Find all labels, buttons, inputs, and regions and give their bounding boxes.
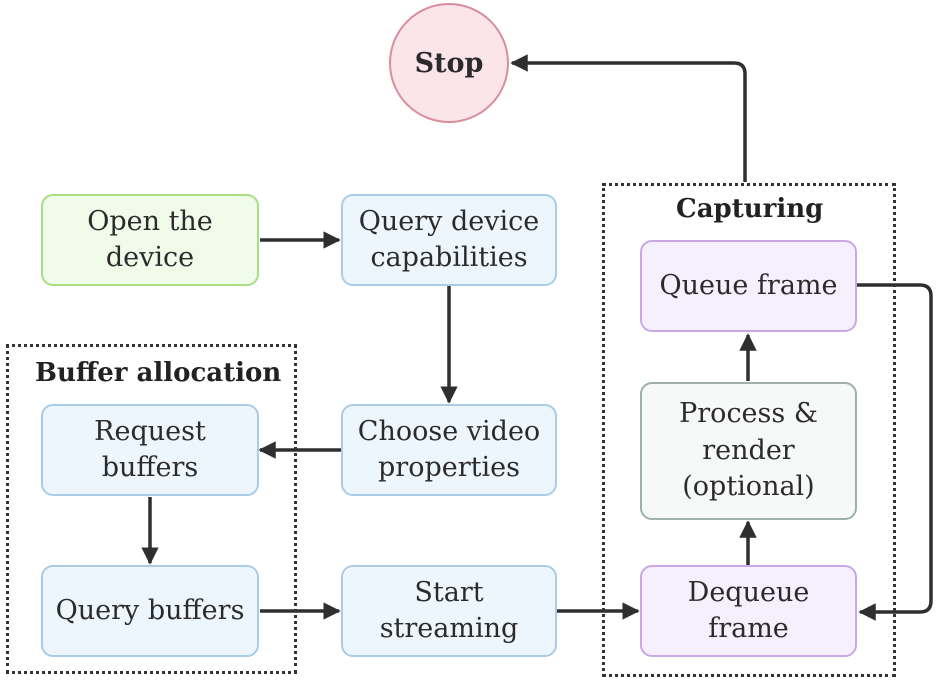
choose-properties-node: Choose video properties	[341, 404, 557, 496]
query-capabilities-label: Query device capabilities	[358, 205, 540, 273]
query-capabilities-node: Query device capabilities	[341, 194, 557, 286]
dequeue-frame-label: Dequeue frame	[687, 576, 810, 644]
edge-queue-to-dequeue-loop	[857, 283, 933, 621]
dequeue-frame-node: Dequeue frame	[640, 565, 857, 657]
open-device-node: Open the device	[41, 194, 259, 286]
process-render-label: Process & render (optional)	[679, 398, 818, 503]
queue-frame-label: Queue frame	[659, 269, 838, 301]
buffer-allocation-label: Buffer allocation	[35, 358, 282, 388]
buffer-allocation-group	[6, 344, 297, 674]
queue-frame-node: Queue frame	[640, 240, 857, 332]
start-streaming-label: Start streaming	[379, 576, 519, 644]
query-buffers-node: Query buffers	[41, 565, 259, 657]
stop-node-label: Stop	[414, 47, 484, 79]
request-buffers-node: Request buffers	[41, 404, 259, 496]
request-buffers-label: Request buffers	[94, 415, 206, 483]
process-render-node: Process & render (optional)	[640, 382, 857, 520]
stop-node: Stop	[389, 3, 509, 123]
edge-capturing-to-stop	[510, 54, 747, 182]
capturing-label: Capturing	[676, 194, 824, 224]
open-device-label: Open the device	[87, 205, 213, 273]
start-streaming-node: Start streaming	[341, 565, 557, 657]
capturing-group	[602, 183, 896, 677]
choose-properties-label: Choose video properties	[357, 415, 541, 483]
query-buffers-label: Query buffers	[55, 594, 245, 626]
